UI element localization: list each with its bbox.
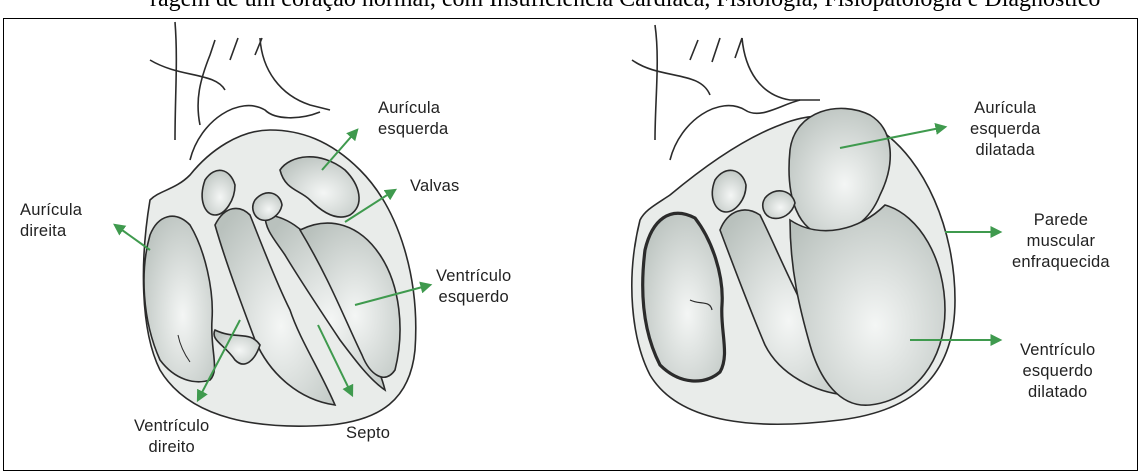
failing-heart bbox=[632, 25, 955, 424]
normal-heart bbox=[143, 22, 415, 426]
failing-vessel-1 bbox=[690, 38, 742, 62]
label-auricula-direita: Aurícula direita bbox=[20, 200, 82, 242]
label-ventriculo-direito: Ventrículo direito bbox=[134, 416, 209, 458]
failing-vessel-2 bbox=[655, 25, 657, 140]
label-auricula-esquerda-dilatada: Aurícula esquerda dilatada bbox=[970, 98, 1040, 161]
failing-vessel-4 bbox=[742, 38, 820, 100]
normal-vessel-1 bbox=[198, 38, 262, 125]
failing-vessel-3 bbox=[632, 60, 710, 95]
normal-vessel-4 bbox=[260, 38, 330, 110]
normal-vessel-2 bbox=[175, 22, 176, 140]
label-auricula-esquerda: Aurícula esquerda bbox=[378, 98, 448, 140]
label-parede-muscular: Parede muscular enfraquecida bbox=[1012, 210, 1110, 273]
label-ventriculo-esquerdo: Ventrículo esquerdo bbox=[436, 266, 511, 308]
label-septo: Septo bbox=[346, 423, 390, 444]
normal-vessel-3 bbox=[150, 60, 225, 90]
label-ventriculo-esquerdo-dilatado: Ventrículo esquerdo dilatado bbox=[1020, 340, 1095, 403]
label-valvas: Valvas bbox=[410, 176, 460, 197]
